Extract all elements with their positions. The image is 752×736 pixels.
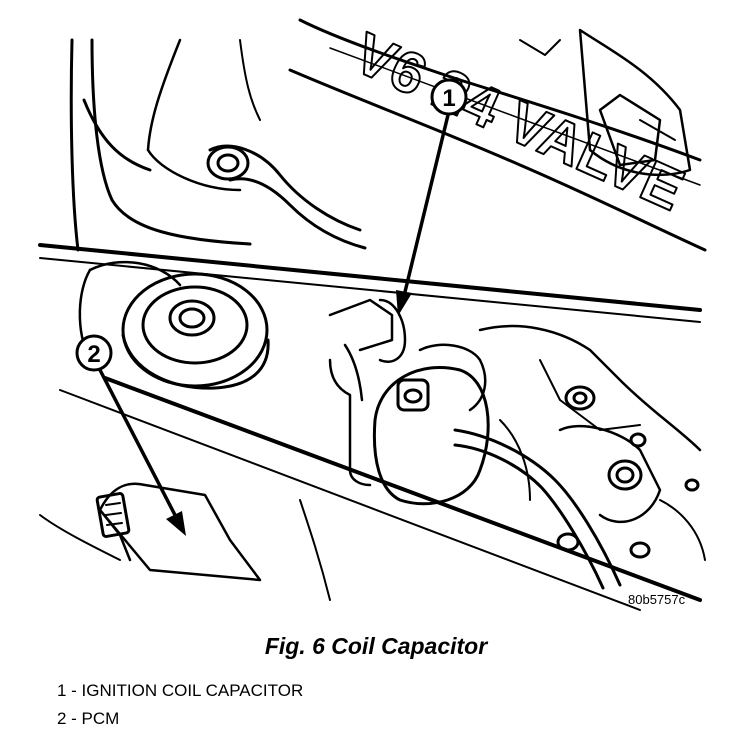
legend-item-2: 2 - PCM — [57, 709, 120, 728]
figure-caption: Fig. 6 Coil Capacitor — [264, 633, 488, 659]
callout-2-number: 2 — [87, 341, 100, 368]
legend-item-1: 1 - IGNITION COIL CAPACITOR — [57, 681, 304, 700]
callout-2: 2 — [75, 334, 186, 536]
engine-cover-lettering: V6 24 VALVE — [345, 20, 693, 223]
callout-1: 1 — [396, 78, 468, 316]
callout-1-number: 1 — [442, 85, 455, 112]
engine-bay-illustration: V6 24 VALVE — [38, 18, 707, 611]
legend: 1 - IGNITION COIL CAPACITOR 2 - PCM — [57, 677, 303, 733]
figure-code: 80b5757c — [628, 592, 686, 607]
